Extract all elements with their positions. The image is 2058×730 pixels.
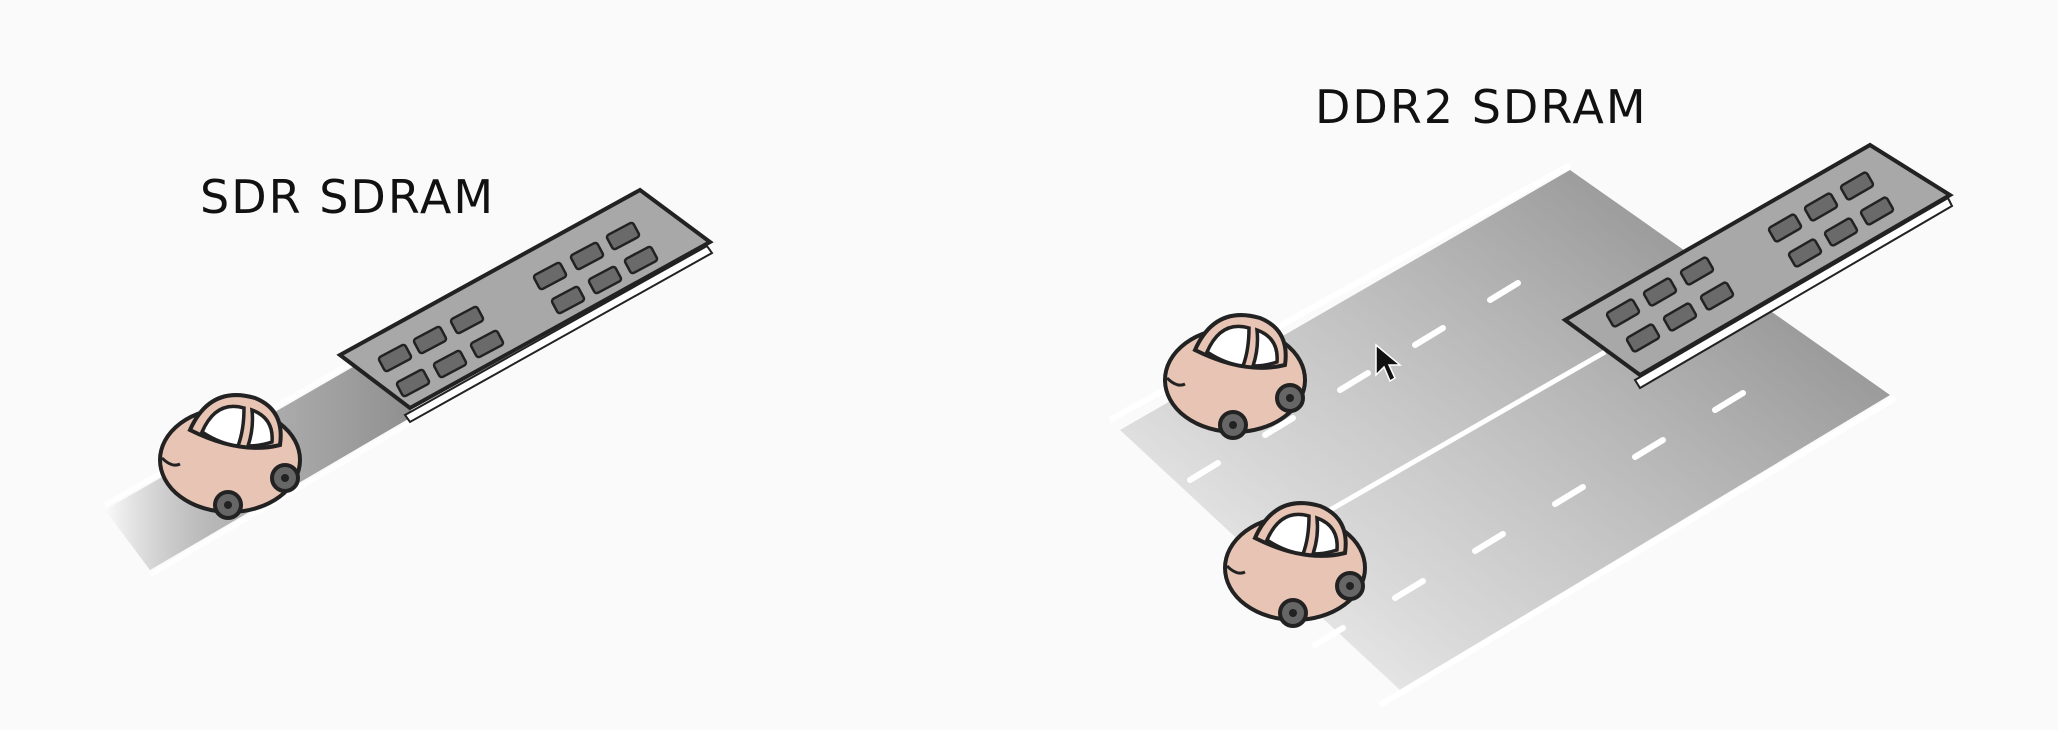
sdr-ram-module-icon <box>336 187 714 424</box>
ddr2-car-top-icon <box>1163 313 1307 440</box>
ddr2-panel <box>1108 142 1954 708</box>
sdr-panel <box>103 187 714 578</box>
sdr-title: SDR SDRAM <box>200 170 496 224</box>
ddr2-lane-dashes <box>1187 280 1746 648</box>
ddr2-ram-module-icon <box>1561 142 1954 390</box>
ddr2-title: DDR2 SDRAM <box>1315 80 1648 134</box>
mouse-cursor-icon <box>1375 343 1403 383</box>
